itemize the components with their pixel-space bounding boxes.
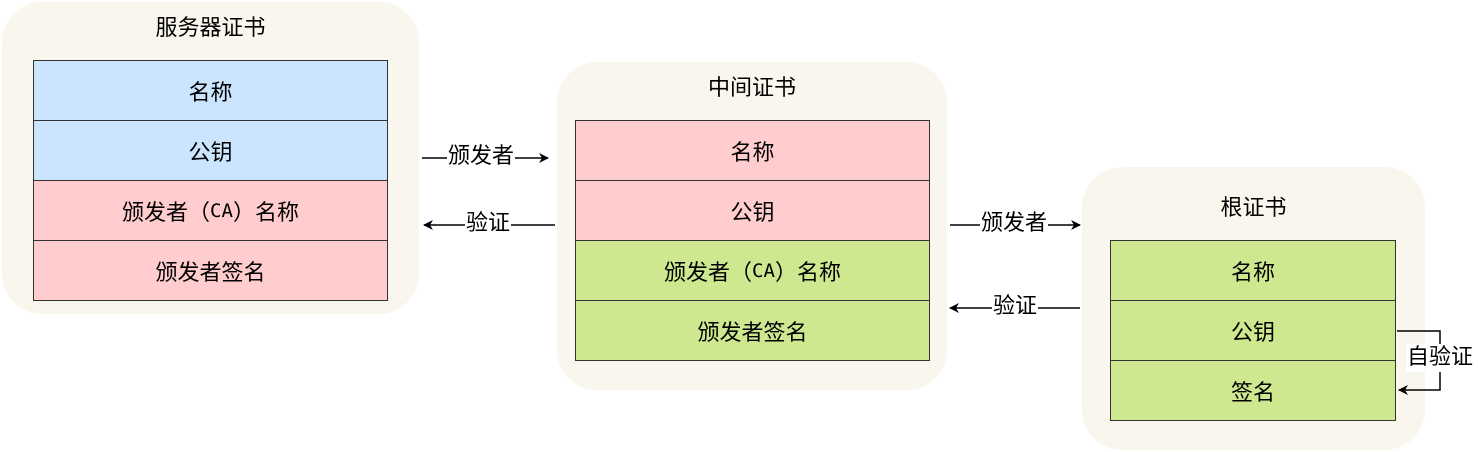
root-cert-title: 根证书 <box>1220 196 1287 221</box>
server-cert-title: 服务器证书 <box>155 16 266 41</box>
root-field-public-key: 公钥 <box>1111 301 1395 361</box>
intermediate-field-name: 名称 <box>576 121 929 181</box>
server-issuer-name-post: ）名称 <box>232 200 299 226</box>
edge-label-verify-1: 验证 <box>465 210 512 238</box>
intermediate-issuer-name-post: ）名称 <box>774 260 841 286</box>
edge-label-issuer-1: 颁发者 <box>447 143 516 171</box>
edge-label-issuer-2: 颁发者 <box>980 210 1049 238</box>
root-cert-box: 名称 公钥 签名 <box>1110 240 1396 421</box>
server-field-issuer-name: 颁发者（CA）名称 <box>34 181 387 241</box>
edge-label-self-verify: 自验证 <box>1406 344 1475 372</box>
server-field-issuer-signature: 颁发者签名 <box>34 241 387 300</box>
intermediate-field-issuer-signature: 颁发者签名 <box>576 301 929 360</box>
edge-label-verify-2: 验证 <box>992 293 1039 321</box>
intermediate-cert-title: 中间证书 <box>707 76 796 101</box>
intermediate-field-issuer-name: 颁发者（CA）名称 <box>576 241 929 301</box>
root-field-signature: 签名 <box>1111 361 1395 420</box>
intermediate-issuer-name-ca: CA <box>752 259 775 282</box>
intermediate-cert-box: 名称 公钥 颁发者（CA）名称 颁发者签名 <box>575 120 930 361</box>
server-cert-box: 名称 公钥 颁发者（CA）名称 颁发者签名 <box>33 60 388 301</box>
server-issuer-name-ca: CA <box>210 199 233 222</box>
intermediate-issuer-name-pre: 颁发者（ <box>664 260 753 286</box>
server-field-public-key: 公钥 <box>34 121 387 181</box>
server-field-name: 名称 <box>34 61 387 121</box>
root-field-name: 名称 <box>1111 241 1395 301</box>
intermediate-field-public-key: 公钥 <box>576 181 929 241</box>
server-issuer-name-pre: 颁发者（ <box>122 200 211 226</box>
